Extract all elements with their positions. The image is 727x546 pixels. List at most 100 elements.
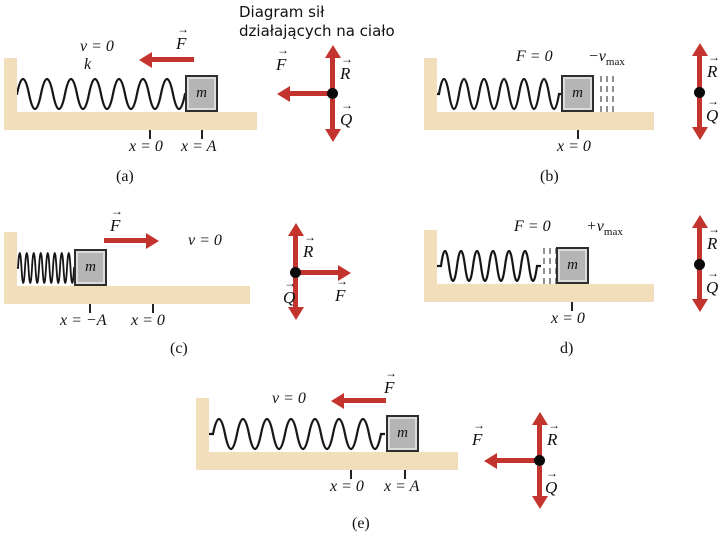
panel-d-caption: d) [560, 340, 574, 357]
panel-b-spring [437, 77, 561, 111]
panel-b-mass-block: m [561, 75, 594, 112]
panel-a-spring [17, 77, 185, 111]
panel-c-spring-compressed [17, 252, 75, 284]
mass-label: m [85, 259, 96, 275]
mass-label: m [572, 85, 583, 101]
panel-d-spring [437, 249, 541, 283]
fbd-b-R-label: →R [707, 50, 720, 81]
panel-e-floor [196, 452, 458, 470]
fbd-a-body-dot [327, 88, 338, 99]
fbd-c-F-arrow-right [300, 270, 338, 275]
panel-c-xnegA-label: x = −A [60, 312, 107, 329]
fbd-e-R-label: →R [547, 418, 560, 449]
panel-e-force-F-label: →F [384, 366, 397, 397]
mass-label: m [397, 425, 408, 441]
panel-e-mass-block: m [386, 415, 419, 452]
vector-hat: → [111, 204, 123, 218]
fbd-c-R-label: →R [303, 230, 316, 261]
vector-hat: → [473, 418, 485, 432]
panel-a-caption: (a) [116, 168, 134, 185]
panel-a-mass-block: m [185, 75, 218, 112]
fbd-d-Q-label: →Q [706, 266, 719, 297]
mass-label: m [196, 85, 207, 101]
panel-b-tick-x0 [577, 130, 579, 139]
panel-b-x0-label: x = 0 [557, 138, 591, 155]
panel-b-vmax-label: −vmax [588, 48, 625, 69]
panel-b-motion-dashes [600, 76, 618, 112]
fbd-a-F-label: →F [276, 43, 289, 74]
panel-a-xA-label: x = A [181, 138, 217, 155]
panel-c-force-F-label: →F [110, 204, 123, 235]
panel-e-velocity-label: v = 0 [272, 390, 306, 407]
fbd-d-R-arrow-up [697, 228, 702, 260]
vector-hat: → [707, 94, 719, 108]
fbd-e-Q-label: →Q [545, 466, 558, 497]
panel-d-floor [424, 284, 654, 302]
title-line-1: Diagram sił [239, 3, 325, 21]
panel-c-tick-x0 [152, 304, 154, 313]
fbd-a-Q-arrow-down [330, 99, 335, 129]
panel-e-xA-label: x = A [384, 478, 420, 495]
panel-c-x0-label: x = 0 [131, 312, 165, 329]
panel-a-force-F-label: →F [176, 22, 189, 53]
vector-hat: → [707, 266, 719, 280]
panel-e-tick-xA [404, 470, 406, 479]
fbd-c-body-dot [290, 267, 301, 278]
panel-d-vmax-label: +vmax [586, 218, 623, 239]
panel-c-tick-xnegA [89, 304, 91, 313]
panel-e-x0-label: x = 0 [330, 478, 364, 495]
panel-d-tick-x0 [571, 302, 573, 311]
vector-hat: → [304, 230, 316, 244]
fbd-a-R-label: →R [340, 52, 353, 83]
fbd-e-R-arrow-up [537, 425, 542, 457]
vector-hat: → [385, 366, 397, 380]
panel-c-floor [4, 286, 250, 304]
panel-d-mass-block: m [556, 247, 589, 284]
panel-a-x0-label: x = 0 [129, 138, 163, 155]
vector-hat: → [546, 466, 558, 480]
fbd-b-Q-label: →Q [706, 94, 719, 125]
fbd-a-R-arrow-up [330, 58, 335, 90]
panel-d-x0-label: x = 0 [551, 310, 585, 327]
fbd-e-Q-arrow-down [537, 466, 542, 496]
vector-hat: → [341, 52, 353, 66]
fbd-c-F-label: →F [335, 274, 348, 305]
vector-hat: → [177, 22, 189, 36]
fbd-c-R-arrow-up [293, 236, 298, 268]
panel-c-caption: (c) [170, 340, 188, 357]
fbd-e-F-label: →F [472, 418, 485, 449]
mass-label: m [567, 257, 578, 273]
panel-a-velocity-label: v = 0 [80, 38, 114, 55]
panel-d-force-zero-label: F = 0 [514, 218, 551, 235]
panel-b-caption: (b) [540, 168, 559, 185]
panel-a-spring-constant-label: k [84, 56, 92, 73]
vector-hat: → [277, 43, 289, 57]
fbd-b-body-dot [694, 87, 705, 98]
vector-hat: → [708, 50, 720, 64]
panel-e-spring [209, 417, 385, 451]
fbd-e-F-arrow-left [497, 458, 535, 463]
fbd-b-R-arrow-up [697, 56, 702, 88]
panel-e-force-arrow-left [344, 398, 386, 403]
free-body-diagram-title: Diagram sił działających na ciało [239, 3, 395, 41]
fbd-e-body-dot [534, 455, 545, 466]
fbd-d-Q-arrow-down [697, 269, 702, 299]
panel-c-velocity-label: v = 0 [188, 232, 222, 249]
vector-hat: → [341, 98, 353, 112]
fbd-c-Q-arrow-down [293, 277, 298, 307]
fbd-a-Q-label: →Q [340, 98, 353, 129]
panel-c-mass-block: m [74, 249, 107, 286]
panel-a-tick-x0 [149, 130, 151, 139]
fbd-d-body-dot [694, 259, 705, 270]
panel-e-tick-x0 [350, 470, 352, 479]
fbd-c-Q-label: →Q [283, 276, 296, 307]
fbd-d-R-label: →R [707, 222, 720, 253]
title-line-2: działających na ciało [239, 22, 395, 40]
vector-hat: → [548, 418, 560, 432]
vector-hat: → [708, 222, 720, 236]
vector-hat: → [284, 276, 296, 290]
panel-b-force-zero-label: F = 0 [516, 48, 553, 65]
panel-a-force-arrow-left [152, 57, 194, 62]
fbd-a-F-arrow-left [290, 91, 328, 96]
